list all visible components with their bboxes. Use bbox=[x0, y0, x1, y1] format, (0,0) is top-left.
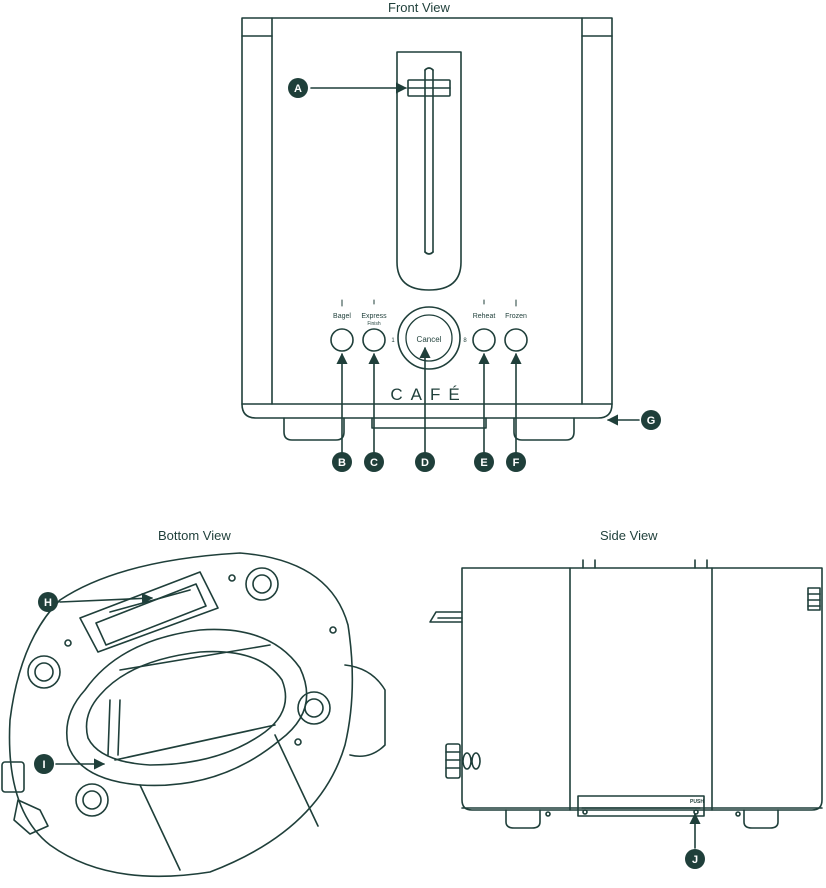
svg-text:D: D bbox=[421, 457, 429, 469]
frozen-label: Frozen bbox=[505, 313, 527, 320]
svg-text:H: H bbox=[44, 597, 52, 609]
reheat-button[interactable] bbox=[472, 328, 496, 352]
callout-a: A bbox=[288, 78, 308, 98]
callout-b: B bbox=[332, 452, 352, 472]
express-sub-label: Finish bbox=[367, 321, 381, 327]
front-view-title: Front View bbox=[388, 0, 450, 15]
dial-min-label: 1 bbox=[391, 338, 395, 344]
reheat-label: Reheat bbox=[473, 313, 496, 320]
callout-h: H bbox=[38, 592, 58, 612]
svg-text:J: J bbox=[692, 854, 698, 866]
brand-logo: CAFÉ bbox=[390, 385, 467, 404]
svg-text:C: C bbox=[370, 457, 378, 469]
bagel-label: Bagel bbox=[333, 313, 351, 320]
callout-d: D bbox=[415, 452, 435, 472]
callout-c: C bbox=[364, 452, 384, 472]
frozen-button[interactable] bbox=[504, 328, 528, 352]
callout-j: J bbox=[685, 849, 705, 869]
callout-f: F bbox=[506, 452, 526, 472]
callout-i: I bbox=[34, 754, 54, 774]
leader-h bbox=[59, 592, 154, 605]
toast-dial[interactable] bbox=[397, 306, 461, 370]
svg-text:G: G bbox=[647, 415, 656, 427]
push-label: PUSH bbox=[690, 799, 704, 805]
callout-e: E bbox=[474, 452, 494, 472]
side-view-toaster bbox=[429, 559, 823, 829]
callouts: A B C D E F G H bbox=[34, 78, 705, 869]
dial-max-label: 8 bbox=[463, 338, 467, 344]
express-button[interactable] bbox=[362, 328, 386, 352]
cancel-label: Cancel bbox=[417, 335, 442, 344]
side-view-title: Side View bbox=[600, 528, 658, 543]
callout-g: G bbox=[641, 410, 661, 430]
bagel-button[interactable] bbox=[330, 328, 354, 352]
front-view-toaster bbox=[241, 17, 613, 441]
express-label: Express bbox=[361, 313, 387, 320]
svg-text:B: B bbox=[338, 457, 346, 469]
svg-text:E: E bbox=[480, 457, 487, 469]
bottom-view-title: Bottom View bbox=[158, 528, 231, 543]
svg-text:I: I bbox=[42, 759, 45, 771]
svg-text:A: A bbox=[294, 83, 302, 95]
svg-text:F: F bbox=[513, 457, 520, 469]
